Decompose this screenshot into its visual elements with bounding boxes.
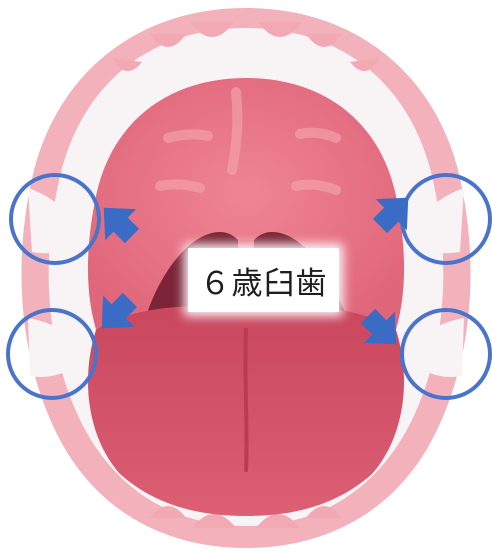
- tongue-midline: [245, 330, 246, 470]
- label-box: ６歳臼歯: [188, 248, 339, 312]
- label-text: ６歳臼歯: [200, 258, 328, 303]
